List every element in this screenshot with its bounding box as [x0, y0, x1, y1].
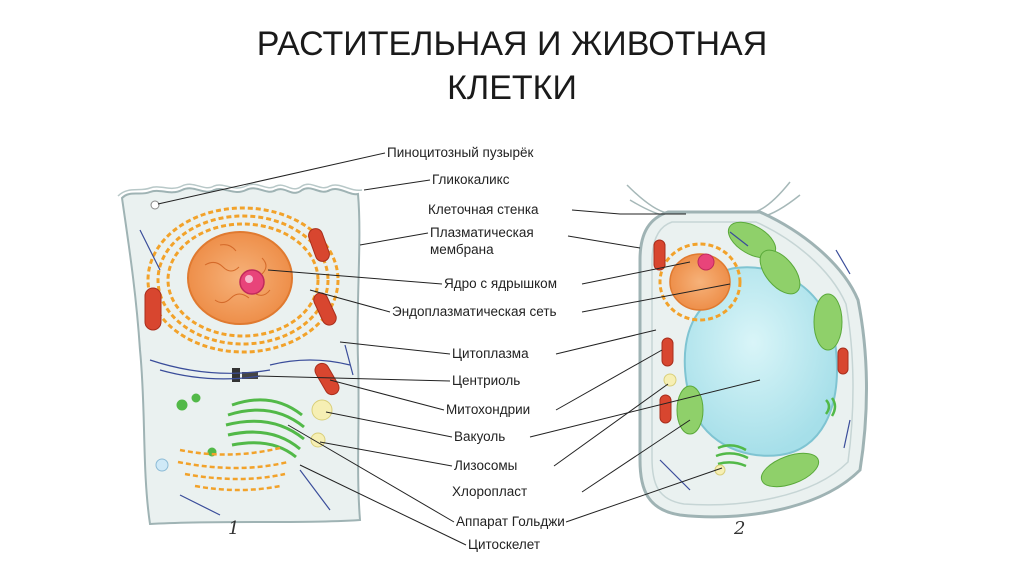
label-cell-wall: Клеточная стенка	[428, 202, 539, 217]
label-chloroplast: Хлоропласт	[452, 484, 527, 499]
label-vacuole: Вакуоль	[454, 429, 505, 444]
label-nucleus: Ядро с ядрышком	[444, 276, 557, 291]
animal-cell: 1	[118, 184, 362, 539]
pinocytic-vesicle	[151, 201, 159, 209]
label-plasma-membrane-line2: мембрана	[430, 242, 494, 257]
label-centriole: Центриоль	[452, 373, 520, 388]
plant-nucleolus	[698, 254, 714, 270]
label-lysosomes: Лизосомы	[454, 458, 517, 473]
label-cytoplasm: Цитоплазма	[452, 346, 529, 361]
labels: Пиноцитозный пузырёк Гликокаликс Клеточн…	[387, 145, 565, 552]
animal-nucleolus	[240, 270, 264, 294]
figure-number-plant: 2	[733, 518, 745, 539]
label-golgi: Аппарат Гольджи	[456, 514, 565, 529]
label-cytoskeleton: Цитоскелет	[468, 537, 540, 552]
label-plasma-membrane-line1: Плазматическая	[430, 225, 534, 240]
label-pinocytic-vesicle: Пиноцитозный пузырёк	[387, 145, 533, 160]
label-er: Эндоплазматическая сеть	[392, 304, 557, 319]
label-mitochondria: Митохондрии	[446, 402, 530, 417]
label-glycocalyx: Гликокаликс	[432, 172, 510, 187]
figure-number-animal: 1	[228, 518, 239, 539]
plant-cell: 2	[627, 182, 867, 539]
